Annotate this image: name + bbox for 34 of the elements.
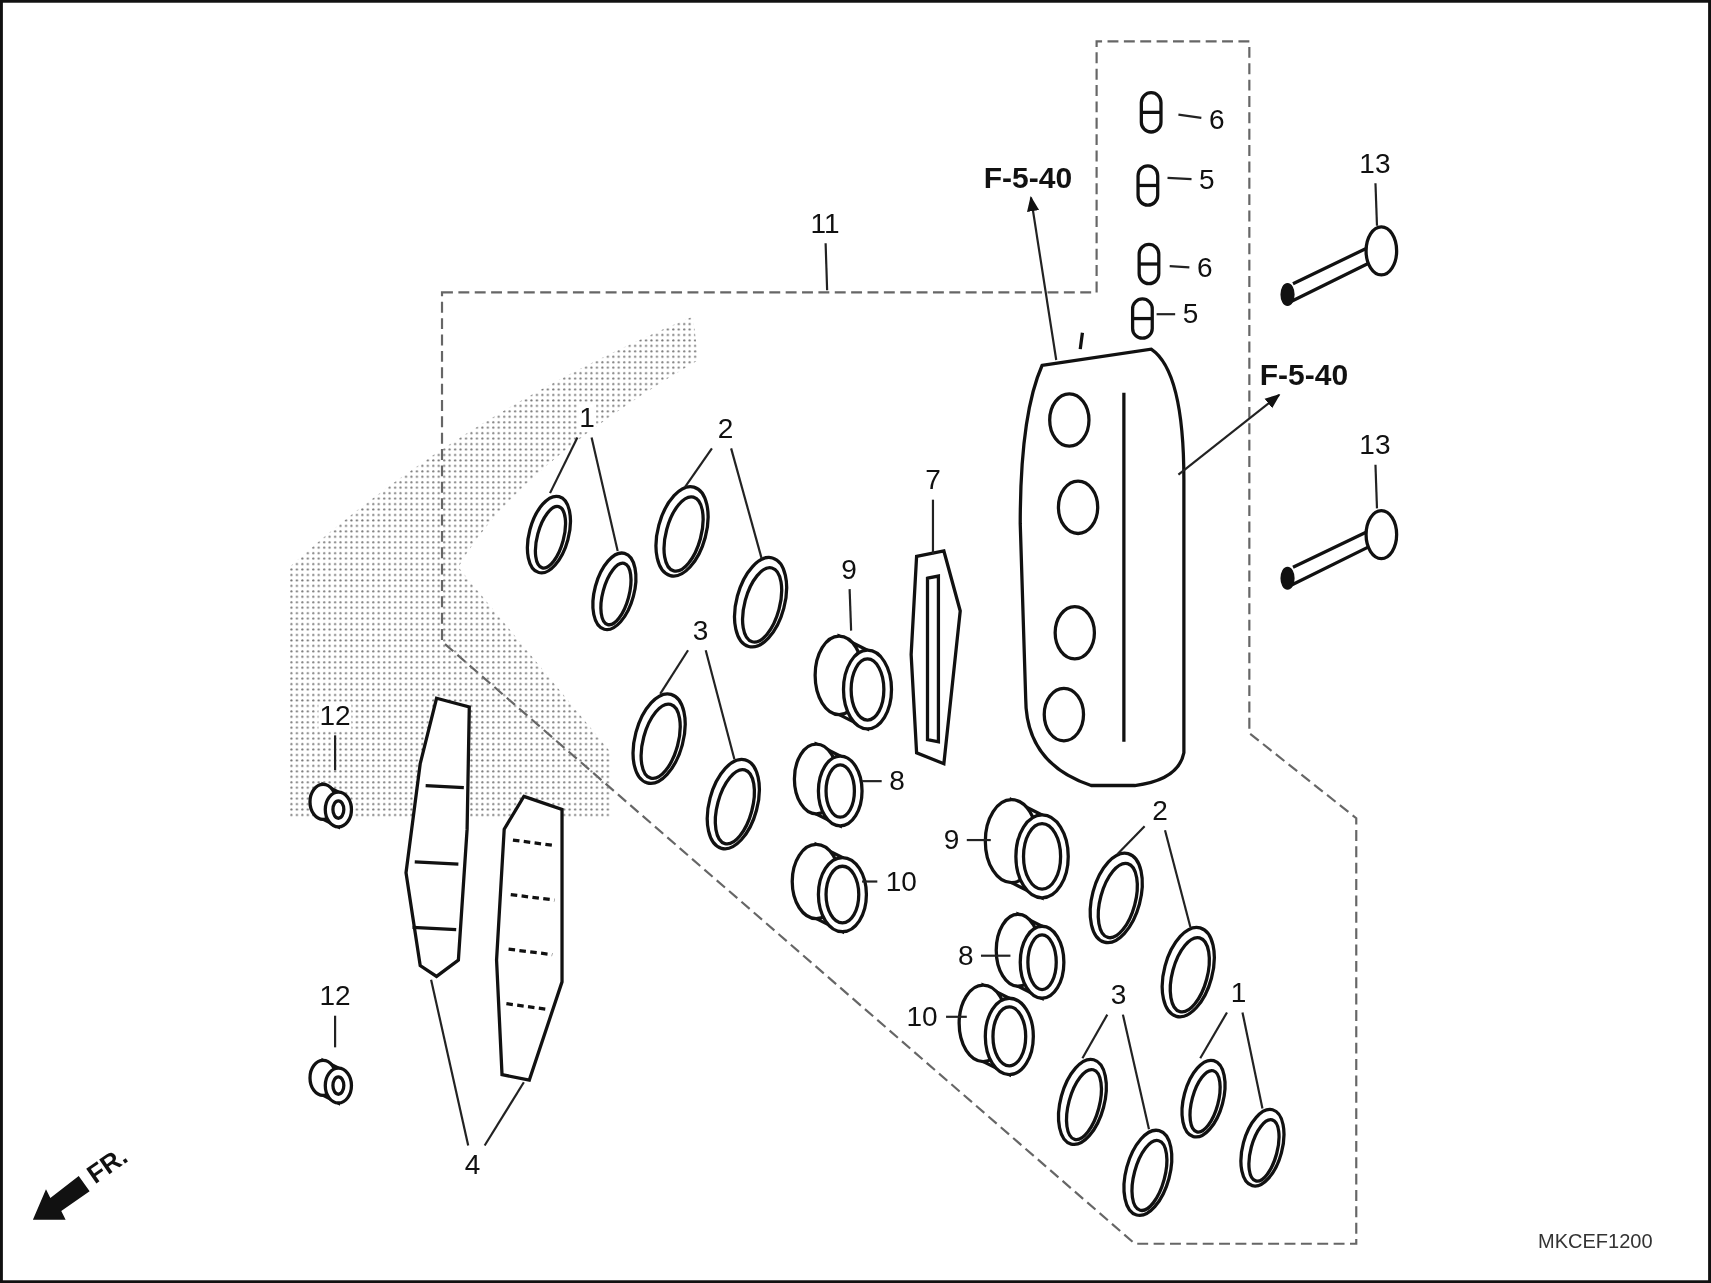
callout-number: 1 [578, 403, 596, 432]
leader-line [659, 649, 689, 695]
leader-line [1374, 183, 1379, 226]
leader-line [1241, 1012, 1264, 1109]
leader-line [1178, 113, 1202, 119]
leader-line [483, 1081, 525, 1147]
leader-line [1374, 464, 1379, 509]
leader-line [1167, 176, 1192, 181]
leader-line [1116, 825, 1146, 855]
leader-line [1163, 829, 1192, 928]
leader-line [931, 499, 935, 555]
arrow [1177, 394, 1281, 476]
leader-line [848, 589, 853, 631]
leader-line [334, 1015, 337, 1048]
leader-line [549, 437, 579, 494]
callout-number: 12 [318, 701, 352, 730]
leader-line [430, 979, 470, 1146]
leader-line [684, 447, 713, 488]
leader-line [980, 954, 1011, 957]
leader-line [590, 437, 619, 552]
leader-line [1169, 265, 1190, 269]
leader-line [704, 649, 736, 760]
leader-line [824, 243, 829, 291]
leader-line [946, 1015, 967, 1018]
leader-line [862, 880, 878, 883]
leader-line [334, 735, 337, 771]
leader-line [966, 838, 991, 842]
leader-line [1156, 313, 1176, 316]
leader-line [1121, 1014, 1151, 1130]
arrow [1027, 195, 1058, 361]
leader-line [862, 780, 882, 783]
leader-line [730, 448, 763, 559]
leader-line [1081, 1014, 1109, 1059]
leader-line [1199, 1011, 1228, 1059]
